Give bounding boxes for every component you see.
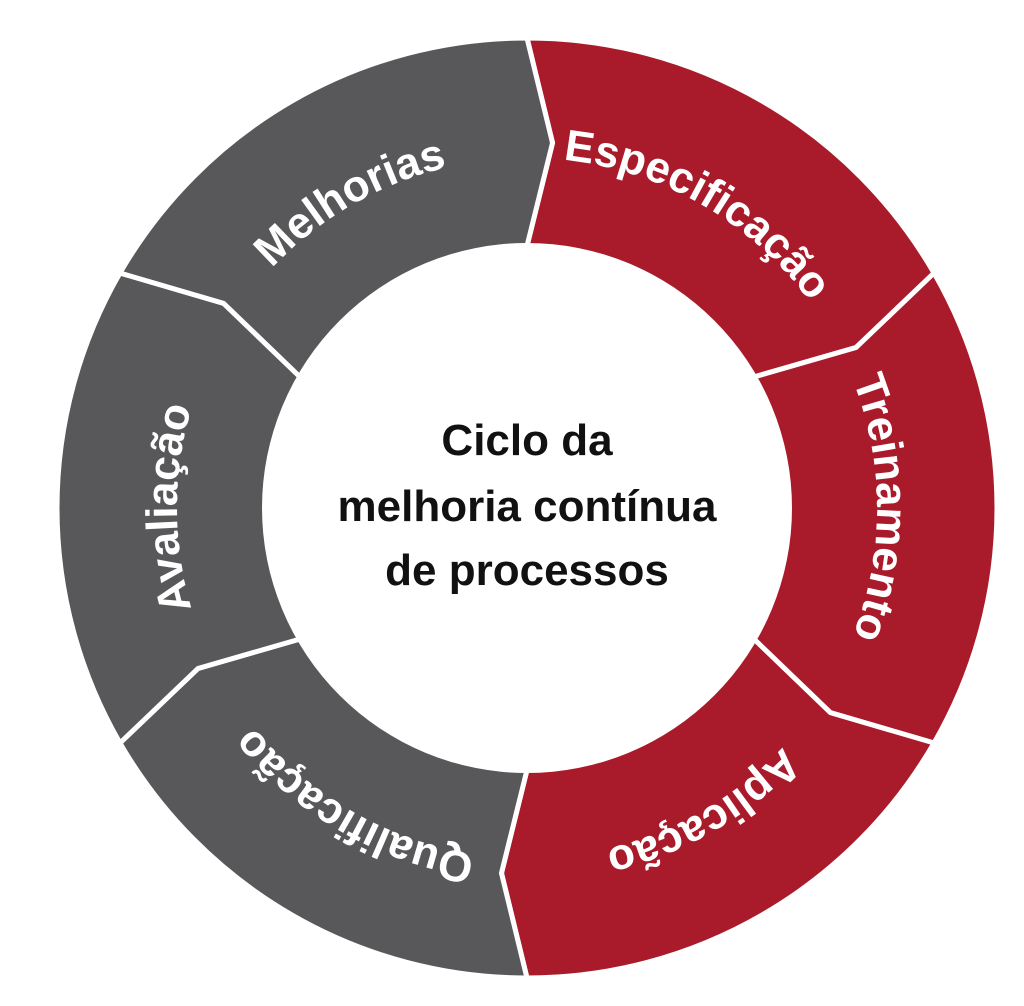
center-title-line-3: de processos — [385, 546, 669, 595]
center-title-line-1: Ciclo da — [441, 416, 613, 465]
center-title-line-2: melhoria contínua — [338, 482, 717, 531]
center-circle — [262, 243, 792, 773]
